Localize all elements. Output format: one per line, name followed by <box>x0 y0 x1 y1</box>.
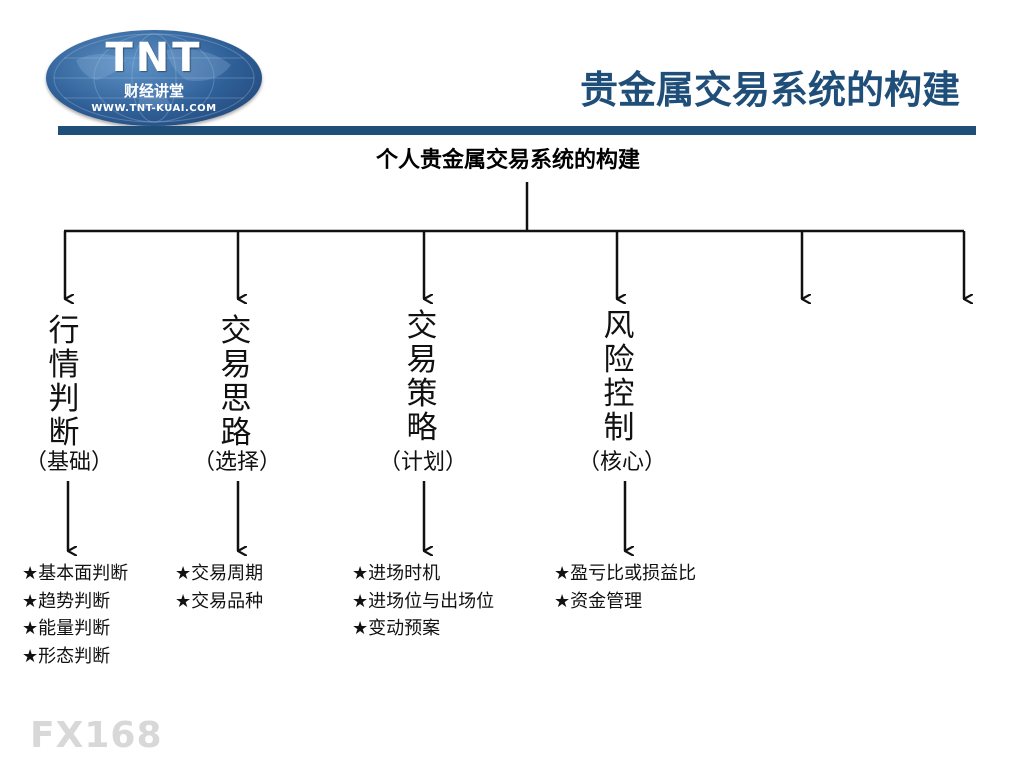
branch-label-risk-control: 风险控制 <box>603 308 635 446</box>
logo-brand: TNT <box>105 35 203 81</box>
branch-note-core: （核心） <box>577 450 666 475</box>
list-item: ★变动预案 <box>352 618 441 639</box>
list-item: ★进场位与出场位 <box>352 590 495 612</box>
logo-url: WWW.TNT-KUAI.COM <box>91 103 217 114</box>
page-title: 贵金属交易系统的构建 <box>579 68 960 112</box>
list-item: ★能量判断 <box>22 618 111 639</box>
branch-items-trading-approach: ★交易周期 ★交易品种 <box>175 560 263 615</box>
list-item: ★进场时机 <box>352 563 441 584</box>
list-item: ★资金管理 <box>554 590 643 612</box>
list-item: ★交易周期 <box>175 563 264 584</box>
logo-subtitle: 财经讲堂 <box>123 82 184 100</box>
tnt-logo: TNT 财经讲堂 WWW.TNT-KUAI.COM <box>46 30 262 126</box>
list-item: ★形态判断 <box>22 645 111 667</box>
branch-items-market-analysis: ★基本面判断 ★趋势判断 ★能量判断 ★形态判断 <box>22 560 128 670</box>
branch-label-trading-approach: 交易思路 <box>220 313 252 451</box>
diagram-root-label: 个人贵金属交易系统的构建 <box>375 148 640 173</box>
globe-icon <box>53 33 255 123</box>
branch-note-plan: （计划） <box>378 450 467 475</box>
branch-items-risk-control: ★盈亏比或损益比 ★资金管理 <box>554 560 696 615</box>
branch-label-market-analysis: 行情判断 <box>48 313 80 451</box>
list-item: ★盈亏比或损益比 <box>554 563 697 584</box>
title-underline <box>58 126 976 135</box>
branch-note-selection: （选择） <box>192 450 281 475</box>
fx168-watermark: FX168 <box>30 715 163 756</box>
branch-note-foundation: （基础） <box>24 450 113 475</box>
branch-items-trading-strategy: ★进场时机 ★进场位与出场位 ★变动预案 <box>352 560 494 643</box>
list-item: ★基本面判断 <box>22 563 129 584</box>
branch-label-trading-strategy: 交易策略 <box>406 308 438 446</box>
list-item: ★趋势判断 <box>22 590 111 612</box>
list-item: ★交易品种 <box>175 590 264 612</box>
